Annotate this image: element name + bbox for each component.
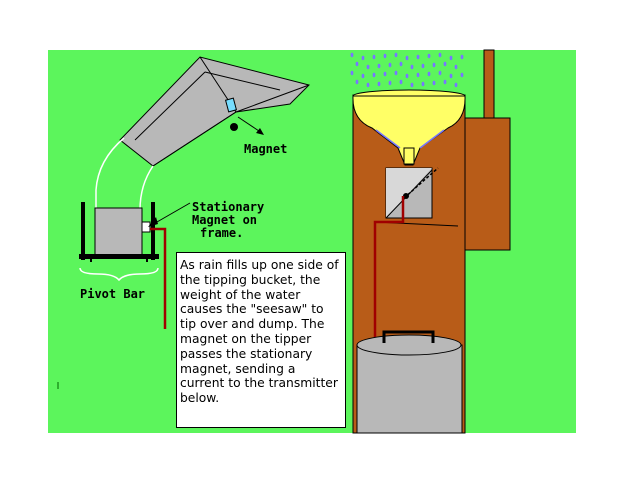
raindrop	[432, 62, 436, 68]
raindrop	[405, 73, 409, 79]
raindrop	[416, 72, 420, 78]
transmitter-box	[463, 117, 511, 251]
raindrop	[443, 79, 447, 85]
raindrop	[399, 79, 403, 85]
raindrop	[454, 64, 458, 70]
funnel	[352, 95, 466, 166]
raindrop	[399, 61, 403, 67]
raindrop	[377, 63, 381, 69]
outer-wire	[150, 227, 167, 329]
funnel-spout	[403, 147, 415, 165]
raindrop	[372, 54, 376, 60]
raindrop	[449, 55, 453, 61]
stationary-magnet-label: Stationary Magnet on frame.	[192, 200, 271, 240]
raindrop	[388, 80, 392, 86]
raindrop	[421, 81, 425, 87]
raindrop	[405, 55, 409, 61]
raindrop	[361, 55, 365, 61]
raindrop	[438, 70, 442, 76]
raindrop	[449, 73, 453, 79]
magnet-label: Magnet	[244, 142, 287, 156]
pivot-frame	[79, 202, 159, 262]
raindrop	[388, 62, 392, 68]
raindrop	[383, 53, 387, 59]
magnet-arrow	[237, 116, 264, 135]
transmitter-canister	[356, 330, 463, 434]
raindrop	[361, 73, 365, 79]
tipping-bucket-small	[385, 167, 439, 219]
raindrop	[454, 82, 458, 88]
stationary-magnet-arrow	[148, 202, 191, 227]
raindrop	[350, 52, 354, 58]
raindrop	[372, 72, 376, 78]
raindrop	[366, 64, 370, 70]
raindrop	[438, 52, 442, 58]
raindrop	[427, 71, 431, 77]
antenna-pole	[483, 49, 495, 121]
raindrops	[350, 52, 464, 88]
raindrop	[383, 71, 387, 77]
raindrop	[377, 81, 381, 87]
stationary-magnet-icon	[141, 221, 151, 233]
raindrop	[460, 54, 464, 60]
raindrop	[410, 82, 414, 88]
raindrop	[432, 80, 436, 86]
pivot-bar-brace	[79, 267, 159, 282]
raindrop	[460, 72, 464, 78]
magnet-icon	[224, 97, 238, 113]
raindrop	[394, 70, 398, 76]
raindrop	[350, 70, 354, 76]
raindrop	[366, 82, 370, 88]
raindrop	[421, 63, 425, 69]
raindrop	[355, 79, 359, 85]
inner-wire	[373, 196, 405, 350]
raindrop	[355, 61, 359, 67]
raindrop	[394, 52, 398, 58]
pivot-bar-label: Pivot Bar	[80, 287, 145, 301]
support-arm-left	[95, 137, 125, 212]
raindrop	[416, 54, 420, 60]
description-text: As rain fills up one side of the tipping…	[176, 252, 346, 428]
raindrop	[443, 61, 447, 67]
raindrop	[427, 53, 431, 59]
support-arm-right	[139, 165, 154, 211]
funnel-water-drips	[375, 129, 445, 149]
raindrop	[410, 64, 414, 70]
